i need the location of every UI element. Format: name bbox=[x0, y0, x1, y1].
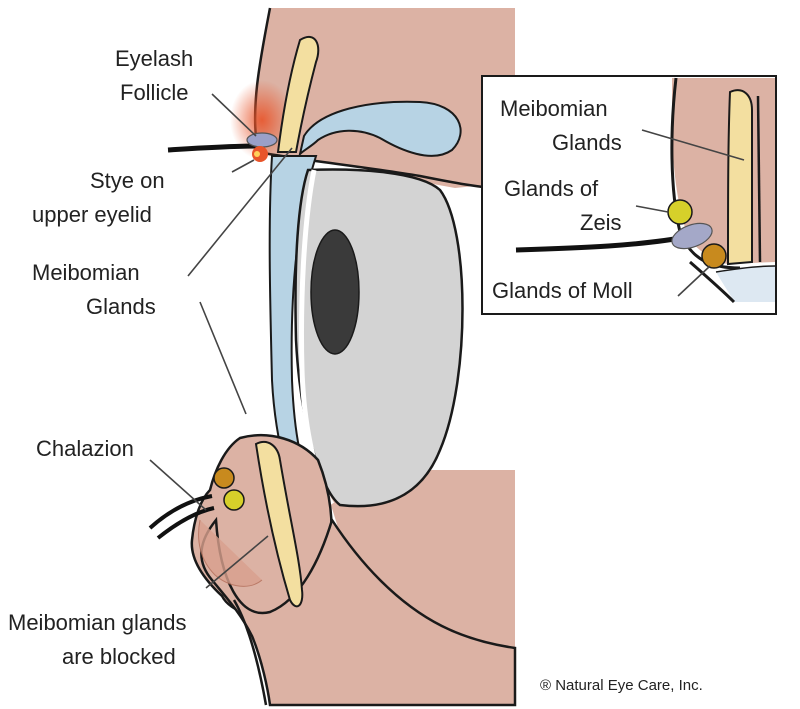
label-chalazion: Chalazion bbox=[36, 436, 134, 461]
chalazion-swelling bbox=[198, 519, 263, 587]
leader-chalazion bbox=[149, 459, 207, 511]
inset-lower-outline bbox=[689, 260, 736, 304]
label-blocked-1: Meibomian glands bbox=[8, 610, 187, 635]
leader-meibomian-lower bbox=[199, 301, 247, 415]
label-stye-2: upper eyelid bbox=[32, 202, 152, 227]
inset-leader-moll bbox=[677, 265, 711, 297]
leader-stye bbox=[231, 159, 255, 173]
pupil bbox=[310, 229, 360, 355]
label-eyelash: Eyelash bbox=[115, 46, 193, 71]
label-meibomian-2: Glands bbox=[86, 294, 156, 319]
inset-leader-meibomian bbox=[641, 129, 745, 161]
inset-detail: Meibomian Glands Glands of Zeis Glands o… bbox=[481, 75, 777, 315]
leader-meibomian-upper bbox=[187, 147, 293, 277]
inset-gland-band bbox=[726, 89, 753, 266]
inset-tear-outline bbox=[715, 265, 776, 273]
label-follicle: Follicle bbox=[120, 80, 188, 105]
lower-eyelash-2 bbox=[156, 506, 215, 540]
inset-label-zeis-2: Zeis bbox=[580, 210, 622, 235]
label-meibomian-1: Meibomian bbox=[32, 260, 140, 285]
inset-gland-inner bbox=[756, 95, 762, 263]
upper-eyelash bbox=[167, 143, 263, 153]
leader-eyelash-follicle bbox=[211, 93, 257, 137]
lower-skin-outline bbox=[232, 599, 268, 706]
lower-moll-gland bbox=[213, 467, 235, 489]
inset-leader-zeis bbox=[635, 205, 669, 213]
label-stye-1: Stye on bbox=[90, 168, 165, 193]
lower-meibomian-gland bbox=[254, 441, 304, 608]
leader-blocked bbox=[205, 535, 269, 589]
label-blocked-2: are blocked bbox=[62, 644, 176, 669]
inset-label-meibomian-1: Meibomian bbox=[500, 96, 608, 121]
eyelash-follicle bbox=[246, 132, 278, 148]
upper-tear-gland bbox=[298, 100, 462, 158]
inset-label-moll: Glands of Moll bbox=[492, 278, 633, 303]
inset-zeis-gland bbox=[667, 199, 693, 225]
inset-follicle bbox=[671, 222, 713, 250]
stye-highlight bbox=[254, 151, 260, 157]
lower-skin-fold bbox=[200, 516, 517, 707]
lower-zeis-gland bbox=[223, 489, 245, 511]
lower-eyelash-1 bbox=[148, 494, 213, 530]
inset-label-meibomian-2: Glands bbox=[552, 130, 622, 155]
lower-face-skin bbox=[320, 470, 515, 648]
upper-meibomian-gland bbox=[276, 35, 320, 153]
copyright-text: ® Natural Eye Care, Inc. bbox=[540, 677, 703, 694]
inset-moll-gland bbox=[701, 243, 727, 269]
inset-tear bbox=[716, 266, 775, 302]
stye-glow bbox=[230, 80, 294, 160]
inset-label-zeis-1: Glands of bbox=[504, 176, 599, 201]
